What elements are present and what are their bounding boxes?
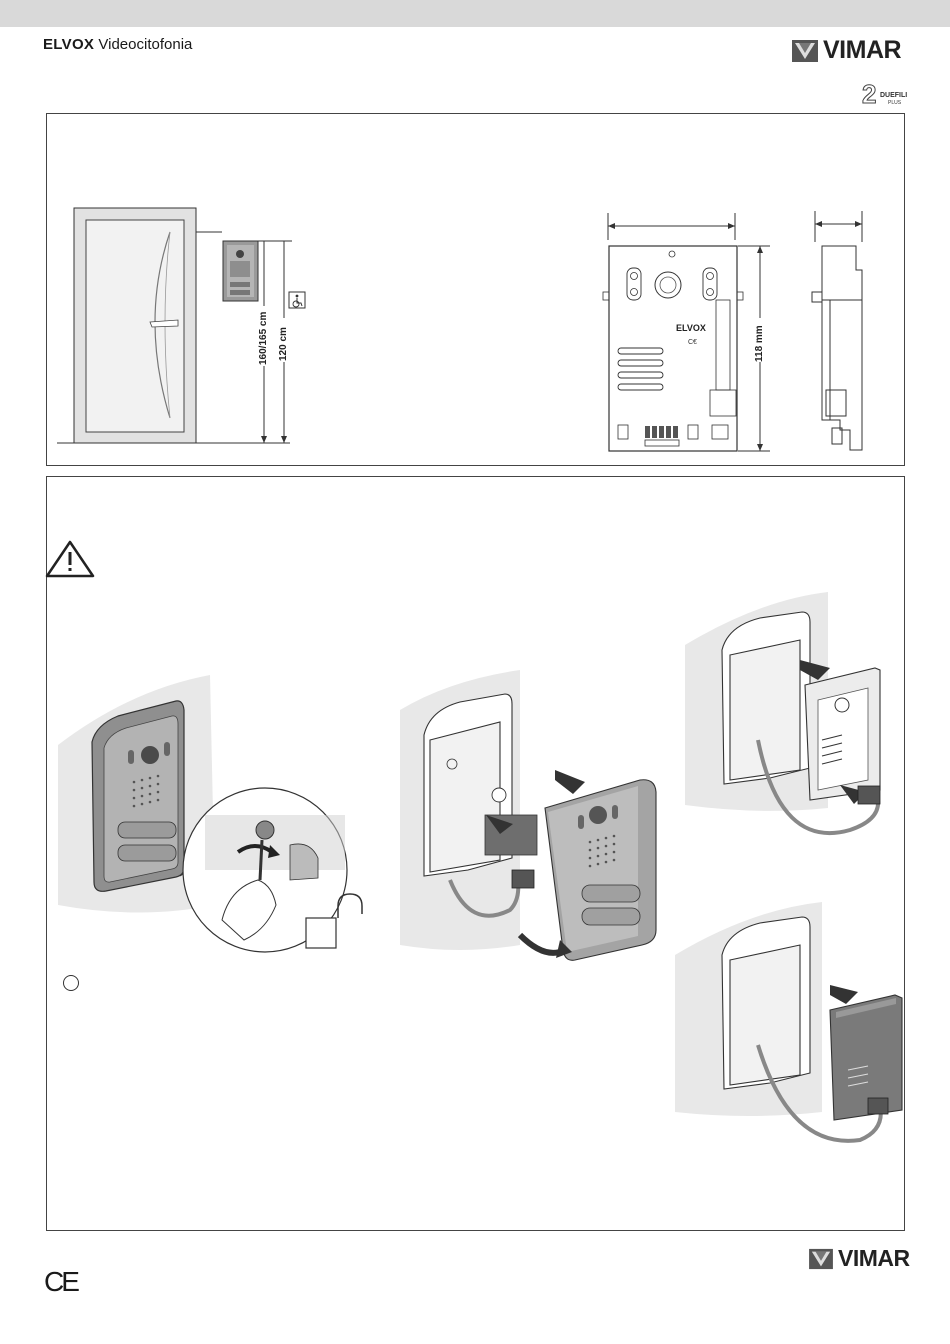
step-marker-circle xyxy=(63,975,79,991)
call-button-step1-b xyxy=(118,845,176,861)
screwdriver-icon xyxy=(260,840,262,880)
connector-step4 xyxy=(868,1098,888,1114)
ce-mark: CE xyxy=(44,1266,77,1298)
call-button-step1-a xyxy=(118,822,176,838)
vimar-wordmark-footer: VIMAR xyxy=(838,1245,910,1272)
connector-step3 xyxy=(858,786,880,804)
arrow-step4 xyxy=(830,985,858,1004)
connector-step2 xyxy=(512,870,534,888)
warning-icon xyxy=(47,542,93,576)
screw-icon xyxy=(256,821,274,839)
back-box-step3 xyxy=(722,612,810,784)
front-cover-step2 xyxy=(545,780,656,961)
arrow-step2-a xyxy=(555,770,585,794)
electronic-module-step4 xyxy=(830,995,902,1120)
entrance-panel-step1 xyxy=(92,701,184,891)
camera-icon-step1 xyxy=(141,746,159,764)
vimar-emblem-icon-footer xyxy=(808,1248,834,1270)
electronic-module-step3 xyxy=(805,668,880,800)
vimar-logo-bottom: VIMAR xyxy=(808,1245,910,1272)
